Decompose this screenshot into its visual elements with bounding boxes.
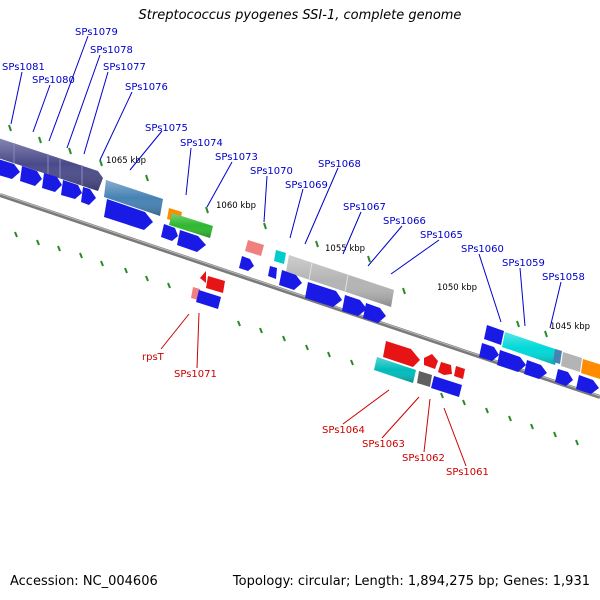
gene-blue-upper-right[interactable] — [484, 325, 504, 345]
label-sps1062[interactable]: SPs1062 — [402, 453, 445, 464]
label-sps1060[interactable]: SPs1060 — [461, 244, 504, 255]
accession-text: Accession: NC_004606 — [10, 574, 158, 589]
upper-label-leaders — [10, 35, 562, 329]
gene-arrow[interactable] — [342, 295, 367, 316]
gene-silver-right[interactable] — [561, 352, 582, 372]
gene-arrow[interactable] — [497, 350, 526, 372]
label-sps1066[interactable]: SPs1066 — [383, 216, 426, 227]
gene-steel-small[interactable] — [553, 349, 562, 364]
label-sps1059[interactable]: SPs1059 — [502, 258, 545, 269]
upper-labels: SPs1081 SPs1080 SPs1079 SPs1078 SPs1077 … — [2, 27, 585, 283]
label-sps1068[interactable]: SPs1068 — [318, 159, 361, 170]
label-sps1058[interactable]: SPs1058 — [542, 272, 585, 283]
label-sps1070[interactable]: SPs1070 — [250, 166, 293, 177]
gene-arrow[interactable] — [177, 230, 206, 252]
label-sps1079[interactable]: SPs1079 — [75, 27, 118, 38]
upper-arrow-row — [0, 158, 599, 394]
gene-arrow[interactable] — [61, 180, 82, 199]
gene-arrow[interactable] — [524, 360, 547, 379]
label-sps1067[interactable]: SPs1067 — [343, 202, 386, 213]
scale-tick-1065: 1065 kbp — [106, 156, 146, 166]
label-rpst[interactable]: rpsT — [142, 352, 165, 363]
label-sps1063[interactable]: SPs1063 — [362, 439, 405, 450]
scale-tick-1045: 1045 kbp — [550, 322, 590, 332]
gene-arrow[interactable] — [0, 158, 20, 179]
gene-arrow[interactable] — [305, 282, 342, 307]
gene-cyan-upper[interactable] — [274, 250, 286, 264]
upper-scale-ticks — [8, 124, 548, 338]
label-sps1065[interactable]: SPs1065 — [420, 230, 463, 241]
upper-feature-row — [0, 138, 600, 380]
label-sps1061[interactable]: SPs1061 — [446, 467, 489, 478]
label-sps1064[interactable]: SPs1064 — [322, 425, 365, 436]
gene-gray-lower[interactable] — [417, 371, 432, 387]
label-sps1078[interactable]: SPs1078 — [90, 45, 133, 56]
gene-red-large[interactable] — [383, 341, 420, 367]
gene-arrow[interactable] — [279, 270, 302, 290]
gene-arrow[interactable] — [268, 266, 277, 279]
label-sps1071[interactable]: SPs1071 — [174, 369, 217, 380]
gene-arrow[interactable] — [104, 199, 153, 230]
scale-tick-1050: 1050 kbp — [437, 283, 477, 293]
label-sps1081[interactable]: SPs1081 — [2, 62, 45, 73]
gene-arrow[interactable] — [576, 375, 599, 394]
label-sps1076[interactable]: SPs1076 — [125, 82, 168, 93]
gene-red-arrow[interactable] — [200, 271, 206, 283]
gene-orange-right[interactable] — [581, 359, 600, 380]
label-sps1077[interactable]: SPs1077 — [103, 62, 146, 73]
lower-feature-row — [191, 271, 465, 397]
gene-arrow[interactable] — [42, 173, 62, 192]
scale-tick-1060: 1060 kbp — [216, 201, 256, 211]
lower-scale-ticks — [14, 231, 579, 446]
gene-arrow[interactable] — [239, 256, 254, 271]
lower-labels: rpsT SPs1071 SPs1064 SPs1063 SPs1062 SPs… — [142, 352, 489, 478]
gene-blue-lower[interactable] — [196, 290, 221, 309]
lower-label-leaders — [160, 312, 467, 467]
label-sps1073[interactable]: SPs1073 — [215, 152, 258, 163]
gene-red-small[interactable] — [438, 362, 452, 375]
gene-arrow[interactable] — [479, 343, 499, 361]
gene-arrow[interactable] — [20, 166, 42, 186]
gene-arrow[interactable] — [555, 369, 573, 386]
gene-red-tail[interactable] — [454, 366, 465, 379]
gene-red-mid[interactable] — [424, 354, 438, 369]
gene-arrow[interactable] — [363, 303, 386, 323]
gene-arrow[interactable] — [81, 187, 96, 205]
gene-red[interactable] — [206, 276, 225, 293]
label-sps1080[interactable]: SPs1080 — [32, 75, 75, 86]
map-title: Streptococcus pyogenes SSI-1, complete g… — [138, 8, 462, 23]
genome-summary-text: Topology: circular; Length: 1,894,275 bp… — [232, 574, 590, 589]
label-sps1069[interactable]: SPs1069 — [285, 180, 328, 191]
label-sps1074[interactable]: SPs1074 — [180, 138, 223, 149]
gene-arrow[interactable] — [161, 224, 178, 241]
label-sps1075[interactable]: SPs1075 — [145, 123, 188, 134]
gene-lightred-upper[interactable] — [245, 240, 264, 256]
gene-blue-lower-right[interactable] — [431, 376, 462, 397]
